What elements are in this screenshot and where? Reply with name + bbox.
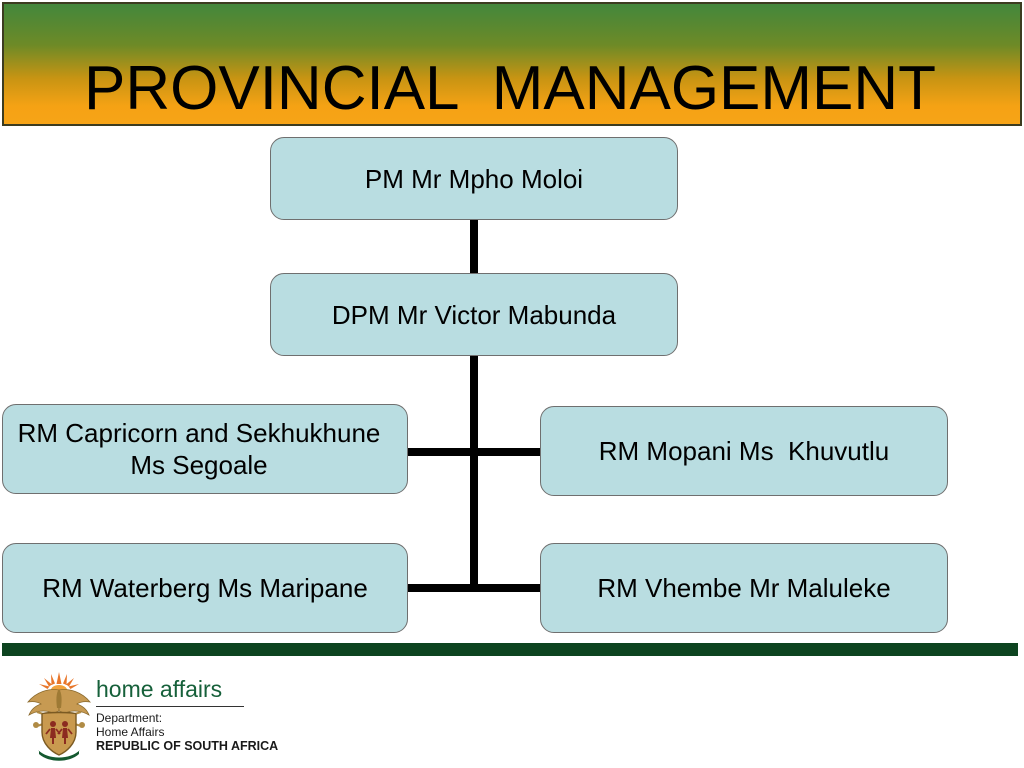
page-title: PROVINCIAL MANAGEMENT bbox=[84, 54, 937, 123]
org-node-label: RM Vhembe Mr Maluleke bbox=[597, 573, 891, 603]
org-node-capricorn-sekhukhune[interactable]: RM Capricorn and Sekhukhune Ms Segoale bbox=[2, 404, 408, 494]
footer-text-block: home affairs Department: Home Affairs RE… bbox=[96, 676, 396, 753]
org-node-label: RM Mopani Ms Khuvutlu bbox=[598, 436, 890, 466]
org-node-label: RM Capricorn and Sekhukhune Ms Segoale bbox=[17, 418, 381, 480]
footer-brand-underline bbox=[96, 706, 244, 707]
connector-pm-to-dpm bbox=[470, 219, 478, 275]
org-node-label: DPM Mr Victor Mabunda bbox=[331, 299, 617, 330]
home-affairs-brand: home affairs bbox=[96, 676, 223, 702]
connector-branch-lower bbox=[404, 584, 544, 592]
org-node-vhembe[interactable]: RM Vhembe Mr Maluleke bbox=[540, 543, 948, 633]
org-node-label: PM Mr Mpho Moloi bbox=[364, 163, 584, 194]
connector-trunk-vertical bbox=[470, 354, 478, 592]
connector-branch-upper bbox=[404, 448, 544, 456]
footer-divider-bar bbox=[2, 643, 1018, 656]
org-node-label: RM Waterberg Ms Maripane bbox=[42, 573, 368, 603]
org-node-mopani[interactable]: RM Mopani Ms Khuvutlu bbox=[540, 406, 948, 496]
org-node-waterberg[interactable]: RM Waterberg Ms Maripane bbox=[2, 543, 408, 633]
south-african-coat-of-arms-icon bbox=[22, 668, 96, 766]
footer-country: REPUBLIC OF SOUTH AFRICA bbox=[96, 739, 279, 753]
footer-department-label: Department: bbox=[96, 711, 163, 725]
footer-department-name: Home Affairs bbox=[96, 725, 165, 739]
org-node-pm[interactable]: PM Mr Mpho Moloi bbox=[270, 137, 678, 220]
header-banner: PROVINCIAL MANAGEMENT bbox=[2, 2, 1022, 126]
org-node-dpm[interactable]: DPM Mr Victor Mabunda bbox=[270, 273, 678, 356]
